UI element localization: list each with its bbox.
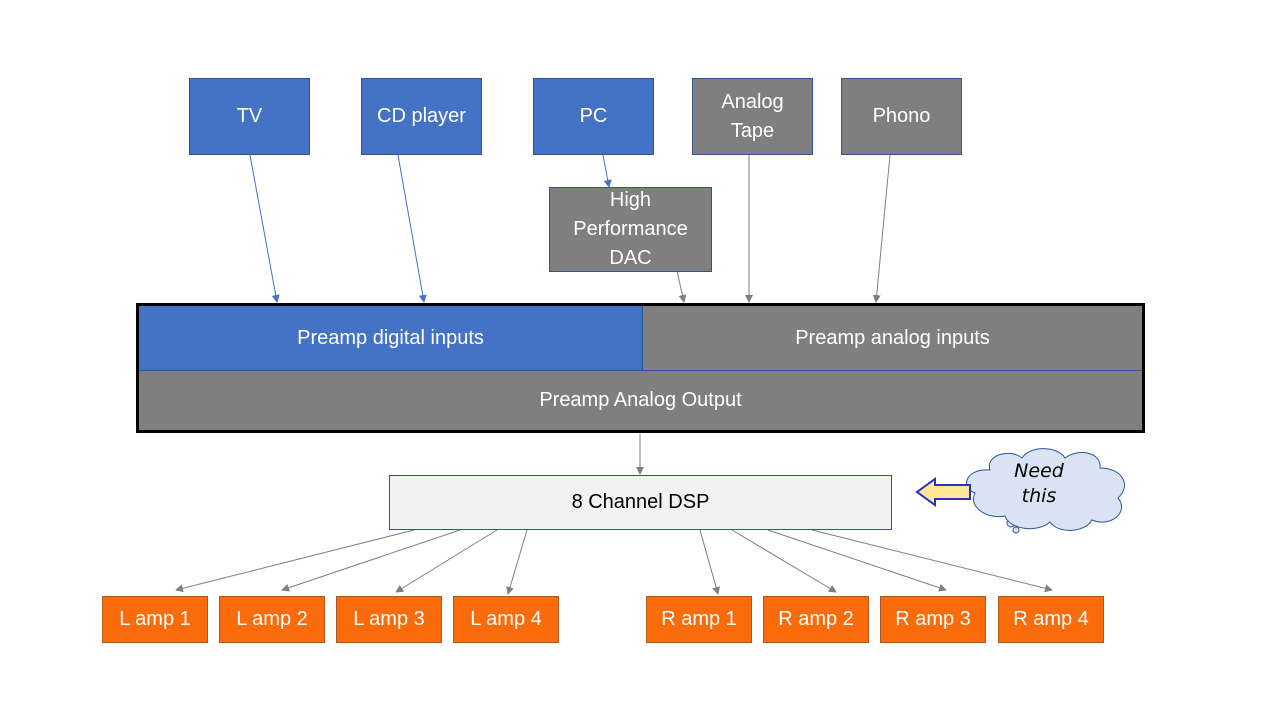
dac-box: High Performance DAC bbox=[549, 187, 712, 272]
source-tape-label: Analog Tape bbox=[721, 90, 784, 142]
source-tv: TV bbox=[189, 78, 310, 155]
left-amp-2-label: L amp 2 bbox=[236, 608, 308, 630]
dac-label: High Performance DAC bbox=[573, 189, 688, 269]
dsp-label: 8 Channel DSP bbox=[571, 491, 710, 513]
arrow-dsp-to-lamp4 bbox=[506, 529, 528, 595]
preamp-digital-label: Preamp digital inputs bbox=[297, 326, 484, 349]
right-amp-4: R amp 4 bbox=[998, 596, 1104, 643]
left-amp-2: L amp 2 bbox=[219, 596, 325, 643]
arrow-cd-to-digital bbox=[397, 154, 427, 303]
source-analog-tape: Analog Tape bbox=[692, 78, 813, 155]
arrow-dsp-to-lamp3 bbox=[395, 529, 498, 593]
right-amp-1: R amp 1 bbox=[646, 596, 752, 643]
source-phono-label: Phono bbox=[872, 105, 931, 127]
arrow-tv-to-digital bbox=[249, 154, 280, 303]
right-amp-1-label: R amp 1 bbox=[661, 608, 737, 630]
source-pc-label: PC bbox=[579, 105, 608, 127]
source-pc: PC bbox=[533, 78, 654, 155]
right-amp-3-label: R amp 3 bbox=[895, 608, 971, 630]
preamp-digital-inputs: Preamp digital inputs bbox=[139, 306, 642, 370]
source-phono: Phono bbox=[841, 78, 962, 155]
arrow-dac-to-analog bbox=[676, 270, 687, 303]
left-amp-1-label: L amp 1 bbox=[119, 608, 191, 630]
arrow-dsp-to-ramp1 bbox=[699, 529, 720, 595]
preamp-analog-output: Preamp Analog Output bbox=[139, 370, 1142, 430]
right-amp-4-label: R amp 4 bbox=[1013, 608, 1089, 630]
left-amp-1: L amp 1 bbox=[102, 596, 208, 643]
source-cd-player: CD player bbox=[361, 78, 482, 155]
arrow-phono-to-analog bbox=[872, 154, 891, 303]
right-amp-3: R amp 3 bbox=[880, 596, 986, 643]
right-amp-2-label: R amp 2 bbox=[778, 608, 854, 630]
preamp-analog-label: Preamp analog inputs bbox=[795, 326, 990, 349]
arrow-dsp-to-lamp2 bbox=[281, 529, 461, 592]
left-amp-4: L amp 4 bbox=[453, 596, 559, 643]
preamp-enclosure: Preamp digital inputs Preamp analog inpu… bbox=[136, 303, 1145, 433]
arrow-dsp-to-ramp4 bbox=[811, 529, 1053, 593]
thought-cloud-icon bbox=[966, 448, 1125, 534]
right-amp-2: R amp 2 bbox=[763, 596, 869, 643]
left-amp-4-label: L amp 4 bbox=[470, 608, 542, 630]
arrow-dsp-to-ramp3 bbox=[767, 529, 947, 592]
left-amp-3: L amp 3 bbox=[336, 596, 442, 643]
callout-text: Need this bbox=[1014, 460, 1064, 507]
callout-arrow-icon bbox=[915, 477, 971, 507]
source-cd-label: CD player bbox=[377, 105, 466, 127]
arrow-dsp-to-ramp2 bbox=[731, 529, 837, 593]
left-amp-3-label: L amp 3 bbox=[353, 608, 425, 630]
arrow-pc-to-dac bbox=[602, 154, 612, 188]
dsp-box: 8 Channel DSP bbox=[389, 475, 892, 530]
arrow-dsp-to-lamp1 bbox=[175, 529, 415, 593]
preamp-analog-inputs: Preamp analog inputs bbox=[642, 306, 1142, 370]
preamp-output-label: Preamp Analog Output bbox=[539, 389, 742, 411]
source-tv-label: TV bbox=[236, 105, 263, 127]
